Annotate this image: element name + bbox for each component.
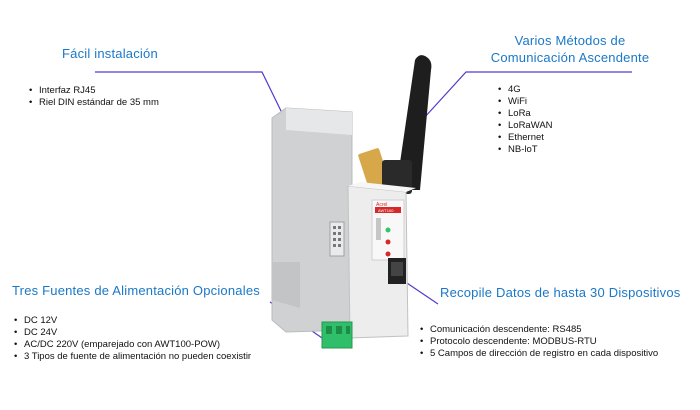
device-brand: Acrel bbox=[376, 202, 387, 208]
feature-title-devices: Recopile Datos de hasta 30 Dispositivos bbox=[440, 285, 681, 300]
antenna bbox=[358, 55, 432, 198]
list-item: Ethernet bbox=[496, 132, 553, 144]
feature-title-communication-line-2: Comunicación Ascendente bbox=[490, 50, 650, 65]
list-item: Riel DIN estándar de 35 mm bbox=[27, 97, 159, 109]
list-item: Interfaz RJ45 bbox=[27, 85, 159, 97]
list-item: WiFi bbox=[496, 96, 553, 108]
list-item: Comunicación descendente: RS485 bbox=[418, 324, 658, 336]
feature-list-devices: Comunicación descendente: RS485 Protocol… bbox=[418, 324, 658, 360]
list-item: Protocolo descendente: MODBUS-RTU bbox=[418, 336, 658, 348]
feature-list-power: DC 12V DC 24V AC/DC 220V (emparejado con… bbox=[12, 315, 251, 363]
list-item: AC/DC 220V (emparejado con AWT100-POW) bbox=[12, 339, 251, 351]
callout-line-communication bbox=[423, 71, 632, 119]
list-item: 5 Campos de dirección de registro en cad… bbox=[418, 348, 658, 360]
list-item: 4G bbox=[496, 84, 553, 96]
feature-title-installation: Fácil instalación bbox=[62, 46, 158, 61]
list-item: DC 24V bbox=[12, 327, 251, 339]
feature-title-communication: Varios Métodos de Comunicación Ascendent… bbox=[480, 32, 660, 66]
feature-list-installation: Interfaz RJ45 Riel DIN estándar de 35 mm bbox=[27, 85, 159, 109]
device-model: AWT100 bbox=[378, 208, 394, 213]
list-item: LoRaWAN bbox=[496, 120, 553, 132]
list-item: LoRa bbox=[496, 108, 553, 120]
device-body: Acrel AWT100 bbox=[271, 107, 416, 349]
feature-title-power: Tres Fuentes de Alimentación Opcionales bbox=[12, 283, 260, 298]
list-item: 3 Tipos de fuente de alimentación no pue… bbox=[12, 351, 251, 363]
feature-list-communication: 4G WiFi LoRa LoRaWAN Ethernet NB-loT bbox=[496, 84, 553, 156]
list-item: DC 12V bbox=[12, 315, 251, 327]
feature-title-communication-line-1: Varios Métodos de bbox=[514, 33, 626, 48]
list-item: NB-loT bbox=[496, 144, 553, 156]
